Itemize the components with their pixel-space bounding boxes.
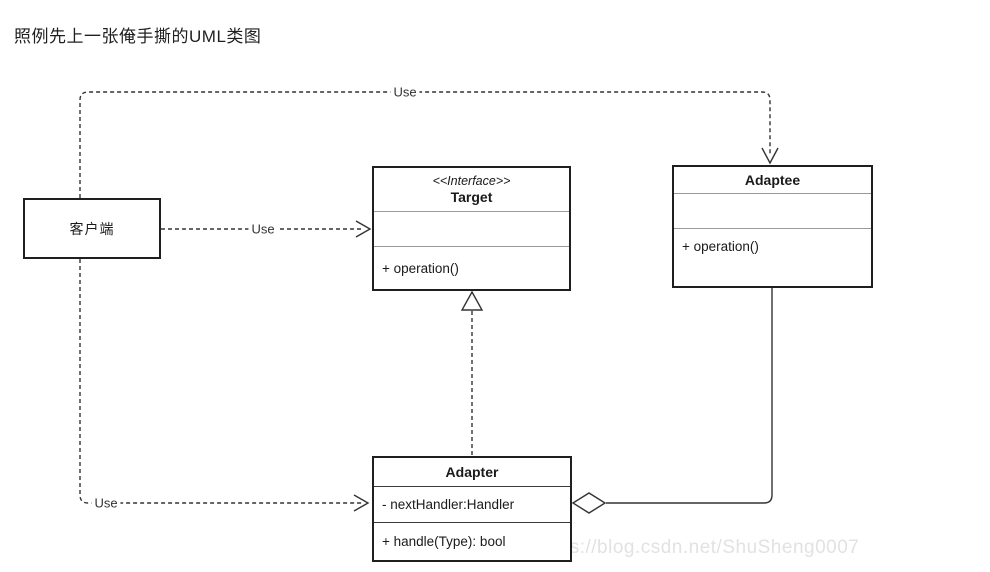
aggregation-hollow-diamond-icon <box>571 492 607 514</box>
target-stereotype: <<Interface>> <box>432 173 511 188</box>
use-label-middle: Use <box>248 221 278 237</box>
adaptee-class-header: Adaptee <box>674 167 871 193</box>
open-arrowhead-into-adaptee-icon <box>761 147 779 165</box>
target-attributes-compartment <box>374 211 569 246</box>
adapter-class-name: Adapter <box>445 463 499 480</box>
open-arrowhead-into-adapter-icon <box>353 494 370 512</box>
adaptee-class-box: Adaptee + operation() <box>672 165 873 288</box>
adapter-class-box: Adapter - nextHandler:Handler + handle(T… <box>372 456 572 562</box>
dependency-client-to-adapter-line <box>79 259 362 504</box>
target-class-box: <<Interface>> Target + operation() <box>372 166 571 291</box>
adaptee-methods-compartment: + operation() <box>674 228 871 286</box>
adapter-attributes-compartment: - nextHandler:Handler <box>374 486 570 522</box>
realization-hollow-triangle-icon <box>460 290 484 311</box>
client-class-name: 客户端 <box>69 220 115 237</box>
use-label-bottom: Use <box>91 495 121 511</box>
aggregation-adaptee-to-adapter-line <box>606 288 773 504</box>
adaptee-method: + operation() <box>682 239 759 254</box>
adapter-methods-compartment: + handle(Type): bool <box>374 522 570 560</box>
adaptee-class-name: Adaptee <box>744 171 801 188</box>
open-arrowhead-into-target-icon <box>355 220 372 238</box>
adapter-class-header: Adapter <box>374 458 570 486</box>
adapter-attribute: - nextHandler:Handler <box>382 497 515 512</box>
target-methods-compartment: + operation() <box>374 246 569 289</box>
adaptee-attributes-compartment <box>674 193 871 228</box>
dependency-client-to-adaptee-line <box>79 91 771 198</box>
page-heading: 照例先上一张俺手撕的UML类图 <box>14 27 262 46</box>
target-class-header: <<Interface>> Target <box>374 168 569 211</box>
target-class-name: Target <box>450 188 493 205</box>
adapter-method: + handle(Type): bool <box>382 534 506 549</box>
target-method: + operation() <box>382 260 459 276</box>
client-class-box: 客户端 <box>23 198 161 259</box>
use-label-top: Use <box>390 84 420 100</box>
watermark-text: https://blog.csdn.net/ShuSheng0007 <box>536 537 860 558</box>
